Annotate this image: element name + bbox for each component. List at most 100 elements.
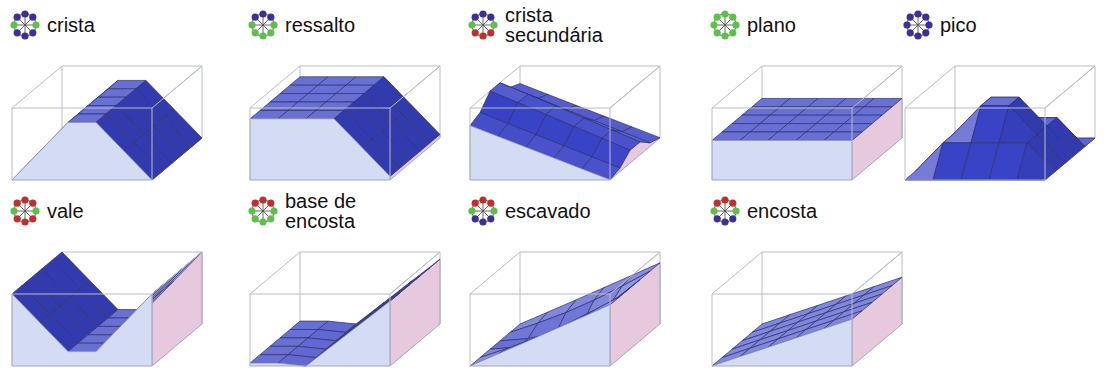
neighbour-icon xyxy=(708,8,742,42)
neighbour-icon xyxy=(8,8,42,42)
icon-dot xyxy=(732,207,739,214)
icon-dot xyxy=(29,14,36,21)
front-wall xyxy=(905,180,1045,181)
icon-dot xyxy=(267,215,274,222)
frame-line xyxy=(852,108,853,180)
icon-dot xyxy=(721,196,728,203)
icon-dot xyxy=(487,200,494,207)
frame-line xyxy=(762,252,902,294)
icon-dot xyxy=(248,207,255,214)
icon-dot xyxy=(252,29,259,36)
landform-label: crista xyxy=(44,15,98,35)
icon-dot xyxy=(922,29,929,36)
icon-dot xyxy=(721,10,728,17)
landform-label: plano xyxy=(744,15,799,35)
neighbour-icon xyxy=(901,8,935,42)
front-wall xyxy=(12,122,152,180)
frame-line xyxy=(470,108,471,180)
frame-line xyxy=(390,108,391,180)
icon-dot xyxy=(10,207,17,214)
front-wall xyxy=(712,319,852,366)
frame-line xyxy=(905,66,1095,108)
front-wall xyxy=(470,305,610,366)
side-wall xyxy=(852,277,902,366)
icon-dot xyxy=(490,21,497,28)
icon-dot xyxy=(729,29,736,36)
icon-dot xyxy=(714,29,721,36)
landform-label: ressalto xyxy=(282,15,358,35)
icon-dot xyxy=(472,200,479,207)
frame-line xyxy=(250,252,440,294)
icon-dot xyxy=(922,14,929,21)
surface-cell xyxy=(854,107,892,115)
landform-block xyxy=(470,66,660,180)
landform-block xyxy=(712,66,902,180)
landform-block xyxy=(470,252,660,366)
neighbour-icon xyxy=(246,194,280,228)
icon-dot xyxy=(10,21,17,28)
surface-cell xyxy=(1017,143,1055,180)
side-wall xyxy=(152,252,202,366)
surface-cell xyxy=(592,288,630,311)
icon-dot xyxy=(248,21,255,28)
landform-label: escavado xyxy=(502,201,594,221)
icon-dot xyxy=(21,10,28,17)
landform-block xyxy=(712,252,902,366)
frame-line xyxy=(470,294,471,366)
frame-line xyxy=(712,294,713,366)
frame-line xyxy=(152,108,153,180)
landform-label: base de encosta xyxy=(282,191,388,231)
frame-line xyxy=(712,252,902,294)
icon-dot xyxy=(259,196,266,203)
surface-cell xyxy=(824,132,862,140)
icon-dot xyxy=(14,215,21,222)
icon-dot xyxy=(721,218,728,225)
icon-dot xyxy=(267,200,274,207)
icon-dot xyxy=(267,29,274,36)
landform-block xyxy=(12,252,202,366)
surface-cell xyxy=(834,124,872,132)
landform-block xyxy=(250,66,440,180)
icon-dot xyxy=(252,200,259,207)
icon-dot xyxy=(14,29,21,36)
icon-dot xyxy=(270,207,277,214)
landform-label: crista secundária xyxy=(502,5,620,45)
neighbour-icon xyxy=(8,194,42,228)
surface-cell xyxy=(622,263,660,286)
icon-dot xyxy=(721,32,728,39)
frame-line xyxy=(955,66,1095,108)
icon-dot xyxy=(252,215,259,222)
icon-dot xyxy=(487,14,494,21)
icon-dot xyxy=(21,32,28,39)
neighbour-icon xyxy=(466,194,500,228)
icon-dot xyxy=(468,21,475,28)
icon-dot xyxy=(479,196,486,203)
icon-dot xyxy=(252,14,259,21)
icon-dot xyxy=(29,200,36,207)
icon-dot xyxy=(714,215,721,222)
front-wall xyxy=(12,294,152,366)
frame-line xyxy=(610,108,611,180)
frame-line xyxy=(1095,66,1096,138)
side-wall xyxy=(852,98,902,180)
frame-line xyxy=(712,66,902,108)
landform-label: vale xyxy=(44,201,87,221)
icon-dot xyxy=(490,207,497,214)
icon-dot xyxy=(710,207,717,214)
frame-line xyxy=(852,294,853,366)
frame-line xyxy=(250,294,251,366)
icon-dot xyxy=(479,10,486,17)
frame-line xyxy=(470,252,660,294)
icon-dot xyxy=(732,21,739,28)
frame-line xyxy=(1045,108,1046,180)
frame-line xyxy=(152,294,153,366)
icon-dot xyxy=(914,32,921,39)
icon-dot xyxy=(472,14,479,21)
side-wall xyxy=(390,259,440,366)
icon-dot xyxy=(729,200,736,207)
landform-label: encosta xyxy=(744,201,820,221)
landform-label: pico xyxy=(937,15,980,35)
landform-block xyxy=(250,252,440,366)
icon-dot xyxy=(32,21,39,28)
